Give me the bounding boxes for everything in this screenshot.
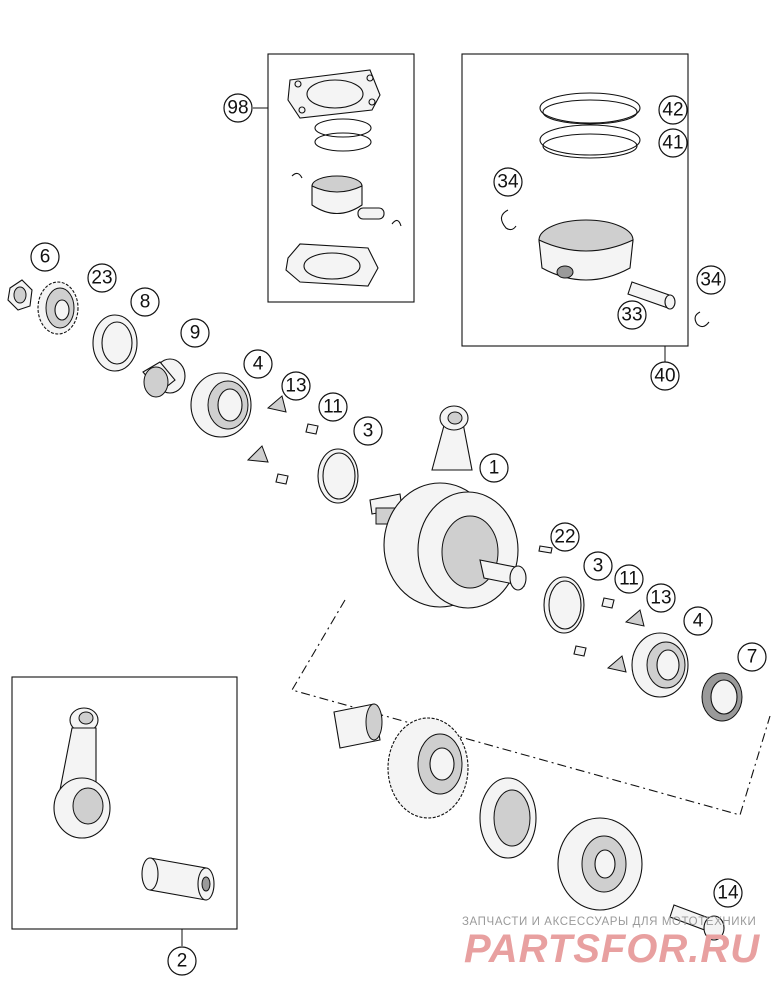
piston-pin [627,281,676,310]
callout-13-right: 13 [646,583,676,613]
callout-34-right: 34 [696,265,726,295]
callout-4-left: 4 [243,349,273,379]
gear-23 [37,281,79,335]
callout-34-left: 34 [493,167,523,197]
svg-text:13: 13 [285,376,306,397]
svg-text:11: 11 [323,397,343,418]
callout-2: 2 [167,946,197,976]
spacer-8 [92,314,138,372]
piston-ring-second [539,124,641,159]
crank-pin [141,857,215,901]
bearing-4-left [190,372,252,438]
connecting-rod-box [11,676,238,946]
freewheel-group [291,599,771,911]
needle-bearing [333,703,383,749]
callout-98: 98 [223,93,253,123]
svg-text:42: 42 [662,100,683,121]
shim-13-left [246,395,287,463]
callout-40: 40 [650,361,680,391]
svg-text:22: 22 [554,527,575,548]
svg-text:13: 13 [650,588,671,609]
shaft-seal-7 [701,672,743,722]
cylinder-base-gasket [285,243,379,287]
bearing-4-right [631,632,689,698]
svg-text:1: 1 [489,458,500,479]
svg-text:34: 34 [497,172,519,193]
ring-3-left [317,448,359,504]
svg-text:3: 3 [363,421,374,442]
svg-text:98: 98 [227,98,248,119]
callout-14: 14 [713,878,743,908]
bolt-14 [669,904,725,941]
piston-assembly-box [461,53,710,362]
circlip-left [500,209,517,231]
svg-text:41: 41 [662,133,683,154]
kit-98-box [253,53,415,303]
svg-text:7: 7 [747,647,758,668]
svg-text:34: 34 [700,270,722,291]
cylinder-head-gasket [287,69,381,119]
svg-text:8: 8 [140,292,151,313]
svg-text:14: 14 [717,883,739,904]
watermark-logo: PARTSFOR.RU [464,927,760,971]
nut-6 [7,279,33,311]
svg-text:4: 4 [693,611,704,632]
freewheel [479,777,537,859]
callout-9: 9 [180,318,210,348]
callout-1: 1 [479,453,509,483]
starter-gear [387,717,469,819]
svg-text:11: 11 [619,569,639,590]
callout-13-left: 13 [281,371,311,401]
screw-11-right [573,597,615,657]
callout-3-right: 3 [583,551,613,581]
kit-piston [291,172,402,227]
sleeve-9 [142,358,186,398]
callout-42: 42 [658,95,688,125]
ring-3-right [543,576,585,634]
callout-3-left: 3 [353,416,383,446]
circlip-right [694,311,710,328]
svg-text:23: 23 [91,268,112,289]
callout-11-left: 11 [318,392,348,422]
watermark-tagline: ЗАПЧАСТИ И АКСЕССУАРЫ ДЛЯ МОТОТЕХНИКИ [462,916,756,928]
callout-11-right: 11 [614,564,644,594]
svg-text:33: 33 [621,305,642,326]
svg-text:2: 2 [177,951,188,972]
kit-piston-rings [314,118,372,152]
shim-13-right [606,609,645,673]
svg-text:6: 6 [40,247,51,268]
callout-4-right: 4 [683,606,713,636]
crankshaft-1 [369,405,527,609]
piston-ring-top [539,92,641,125]
callout-8: 8 [130,287,160,317]
pin-22 [538,545,553,554]
svg-text:3: 3 [593,556,604,577]
callout-41: 41 [658,128,688,158]
screw-11-left [275,423,319,485]
svg-text:9: 9 [190,323,201,344]
callout-6: 6 [30,242,60,272]
callout-33: 33 [617,300,647,330]
callout-22: 22 [550,522,580,552]
callout-7: 7 [737,642,767,672]
connecting-rod [53,707,111,839]
svg-text:4: 4 [253,354,264,375]
piston [538,219,634,281]
callout-23: 23 [87,263,117,293]
flywheel-rotor [557,817,643,911]
svg-text:40: 40 [654,366,675,387]
